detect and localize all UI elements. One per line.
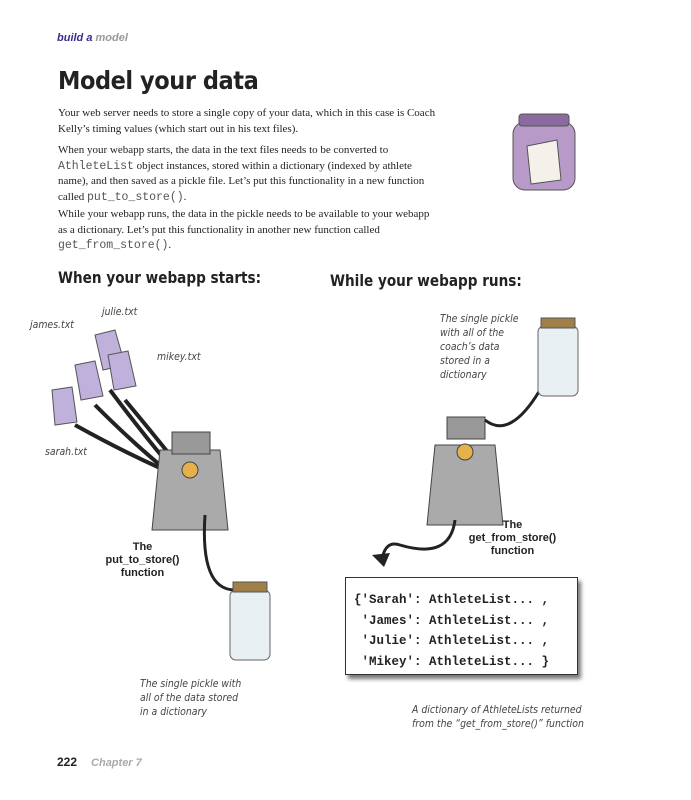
put-to-store-machine xyxy=(151,431,229,531)
paragraph-2: When your webapp starts, the data in the… xyxy=(58,144,425,204)
pickle-jar-left xyxy=(229,581,271,661)
text-file-icons xyxy=(51,329,137,426)
pickle-jar-icon xyxy=(512,113,576,191)
file-label-james: james.txt xyxy=(30,318,74,331)
running-header: build a model xyxy=(57,32,128,44)
left-heading: When your webapp starts: xyxy=(58,268,262,287)
dictionary-box: {'Sarah': AthleteList... , 'James': Athl… xyxy=(345,577,578,675)
right-jar-note: The single pickle with all of the coach’… xyxy=(440,312,519,381)
paragraph-1: Your web server needs to store a single … xyxy=(58,107,436,135)
pickle-jar-right xyxy=(537,317,579,397)
file-label-mikey: mikey.txt xyxy=(157,350,201,363)
get-from-store-machine xyxy=(426,416,504,526)
file-label-julie: julie.txt xyxy=(102,305,138,318)
file-label-sarah: sarah.txt xyxy=(45,445,87,458)
diagram-illustration xyxy=(51,317,579,661)
dictionary-note: A dictionary of AthleteLists returned fr… xyxy=(412,703,584,730)
page-title: Model your data xyxy=(58,66,259,95)
right-heading: While your webapp runs: xyxy=(330,271,522,290)
left-pickle-note: The single pickle with all of the data s… xyxy=(140,677,242,718)
paragraph-3: While your webapp runs, the data in the … xyxy=(58,208,430,252)
